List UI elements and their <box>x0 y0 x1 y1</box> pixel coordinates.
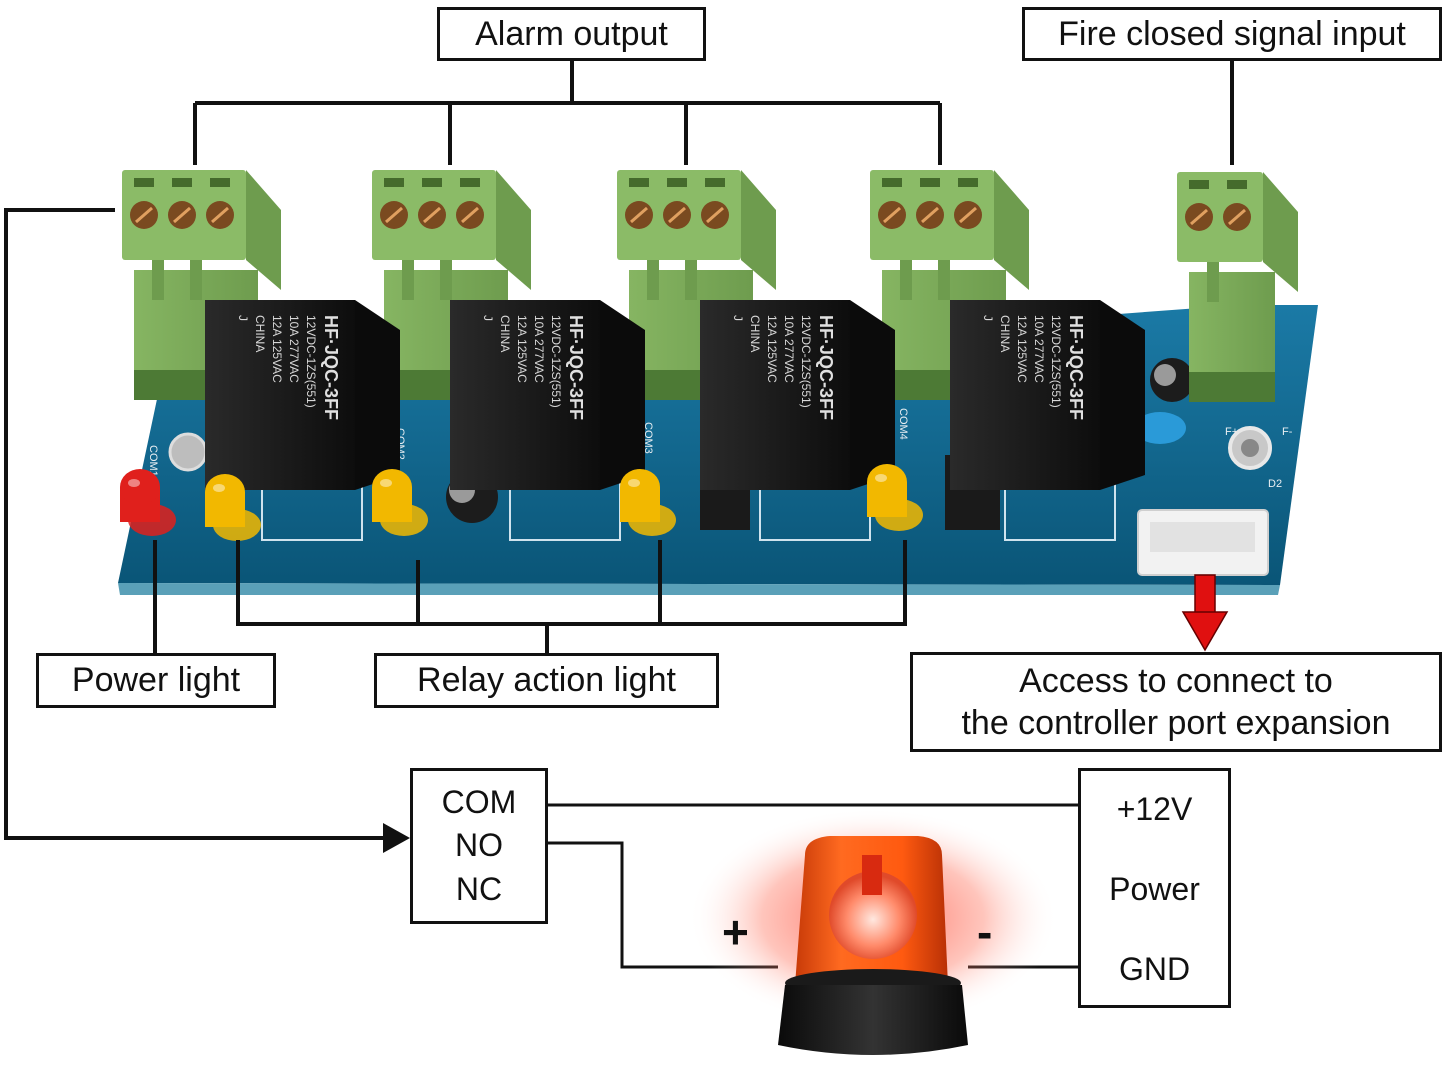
relay-light-line <box>236 540 907 655</box>
power-supply-box: +12V Power GND <box>1078 768 1231 1008</box>
relay-model-text: HF·JQC-3FF <box>321 315 341 420</box>
relay-spec-text: 10A 277VAC <box>532 315 546 383</box>
fire-input-text: Fire closed signal input <box>1058 14 1406 53</box>
relay-spec-text: 10A 277VAC <box>1032 315 1046 383</box>
com-loop-line <box>4 208 390 840</box>
relay-spec-text: CHINA <box>998 315 1012 352</box>
relay-action-led <box>205 474 261 541</box>
access-text-line1: Access to connect to <box>1019 661 1333 700</box>
pcb-edge <box>118 583 1280 595</box>
relay-spec-text: 12VDC-1ZS(551) <box>304 315 318 408</box>
relay-action-led <box>372 469 428 536</box>
silk-com1: COM1 <box>147 445 159 477</box>
relay-action-light-label: Relay action light <box>374 653 719 708</box>
beacon-bulb <box>829 871 917 959</box>
alarm-output-line <box>193 60 942 165</box>
mounting-hole-left <box>168 432 208 472</box>
alarm-output-label: Alarm output <box>437 7 706 61</box>
leds <box>120 464 923 541</box>
nc-terminal: NC <box>455 870 503 907</box>
relay-spec-text: CHINA <box>748 315 762 352</box>
plus-12v-terminal: +12V <box>1116 791 1193 827</box>
silk-com4: COM4 <box>897 408 909 440</box>
relay-spec-text: 12VDC-1ZS(551) <box>549 315 563 408</box>
relay-spec-text: J <box>981 315 995 321</box>
silk-f-minus: F- <box>1282 426 1293 438</box>
arrow-head-icon <box>383 823 410 853</box>
gnd-terminal: GND <box>1118 951 1191 987</box>
no-terminal: NO <box>455 827 503 864</box>
ceramic-capacitor <box>1134 412 1186 444</box>
red-arrow-icon <box>1181 574 1229 652</box>
power-led <box>120 469 176 536</box>
relay-spec-text: 12A 125VAC <box>1015 315 1029 383</box>
relay-spec-text: 12A 125VAC <box>765 315 779 383</box>
power-light-text: Power light <box>71 661 241 700</box>
connector-lines <box>4 60 1234 969</box>
relay-model-text: HF·JQC-3FF <box>566 315 586 420</box>
alarm-beacon <box>688 808 1058 1055</box>
relay-model-text: HF·JQC-3FF <box>1066 315 1086 420</box>
alarm-terminal-block <box>870 170 1029 400</box>
no-to-beacon-line <box>547 841 778 969</box>
relay-terminal-box: COM NO NC <box>410 768 548 924</box>
power-light-label: Power light <box>36 653 276 708</box>
relay-spec-text: J <box>481 315 495 321</box>
access-label: Access to connect to the controller port… <box>910 652 1442 752</box>
relay-spec-text: 12A 125VAC <box>515 315 529 383</box>
relay-spec-text: 12VDC-1ZS(551) <box>1049 315 1063 408</box>
relay-action-light-text: Relay action light <box>417 661 676 700</box>
fire-input-label: Fire closed signal input <box>1022 7 1442 61</box>
beacon-plus-sign: + <box>722 906 749 958</box>
relay-spec-text: J <box>731 315 745 321</box>
silk-d2: D2 <box>1268 478 1282 490</box>
relay-action-led <box>620 469 676 536</box>
relay-model-text: HF·JQC-3FF <box>816 315 836 420</box>
alarm-output-text: Alarm output <box>475 14 668 53</box>
relay-spec-text: J <box>236 315 250 321</box>
relay-spec-text: 12VDC-1ZS(551) <box>799 315 813 408</box>
relay-spec-text: CHINA <box>498 315 512 352</box>
relay-spec-text: 10A 277VAC <box>782 315 796 383</box>
beacon-base <box>778 985 968 1055</box>
relay-spec-text: CHINA <box>253 315 267 352</box>
relay-spec-text: 10A 277VAC <box>287 315 301 383</box>
relay-spec-text: 12A 125VAC <box>270 315 284 383</box>
relay-action-led <box>867 464 923 531</box>
power-label: Power <box>1109 871 1200 907</box>
fire-input-terminal-block <box>1177 172 1298 402</box>
beacon-minus-sign: - <box>977 906 993 958</box>
com-terminal: COM <box>441 784 517 821</box>
access-text-line2: the controller port expansion <box>961 704 1391 742</box>
